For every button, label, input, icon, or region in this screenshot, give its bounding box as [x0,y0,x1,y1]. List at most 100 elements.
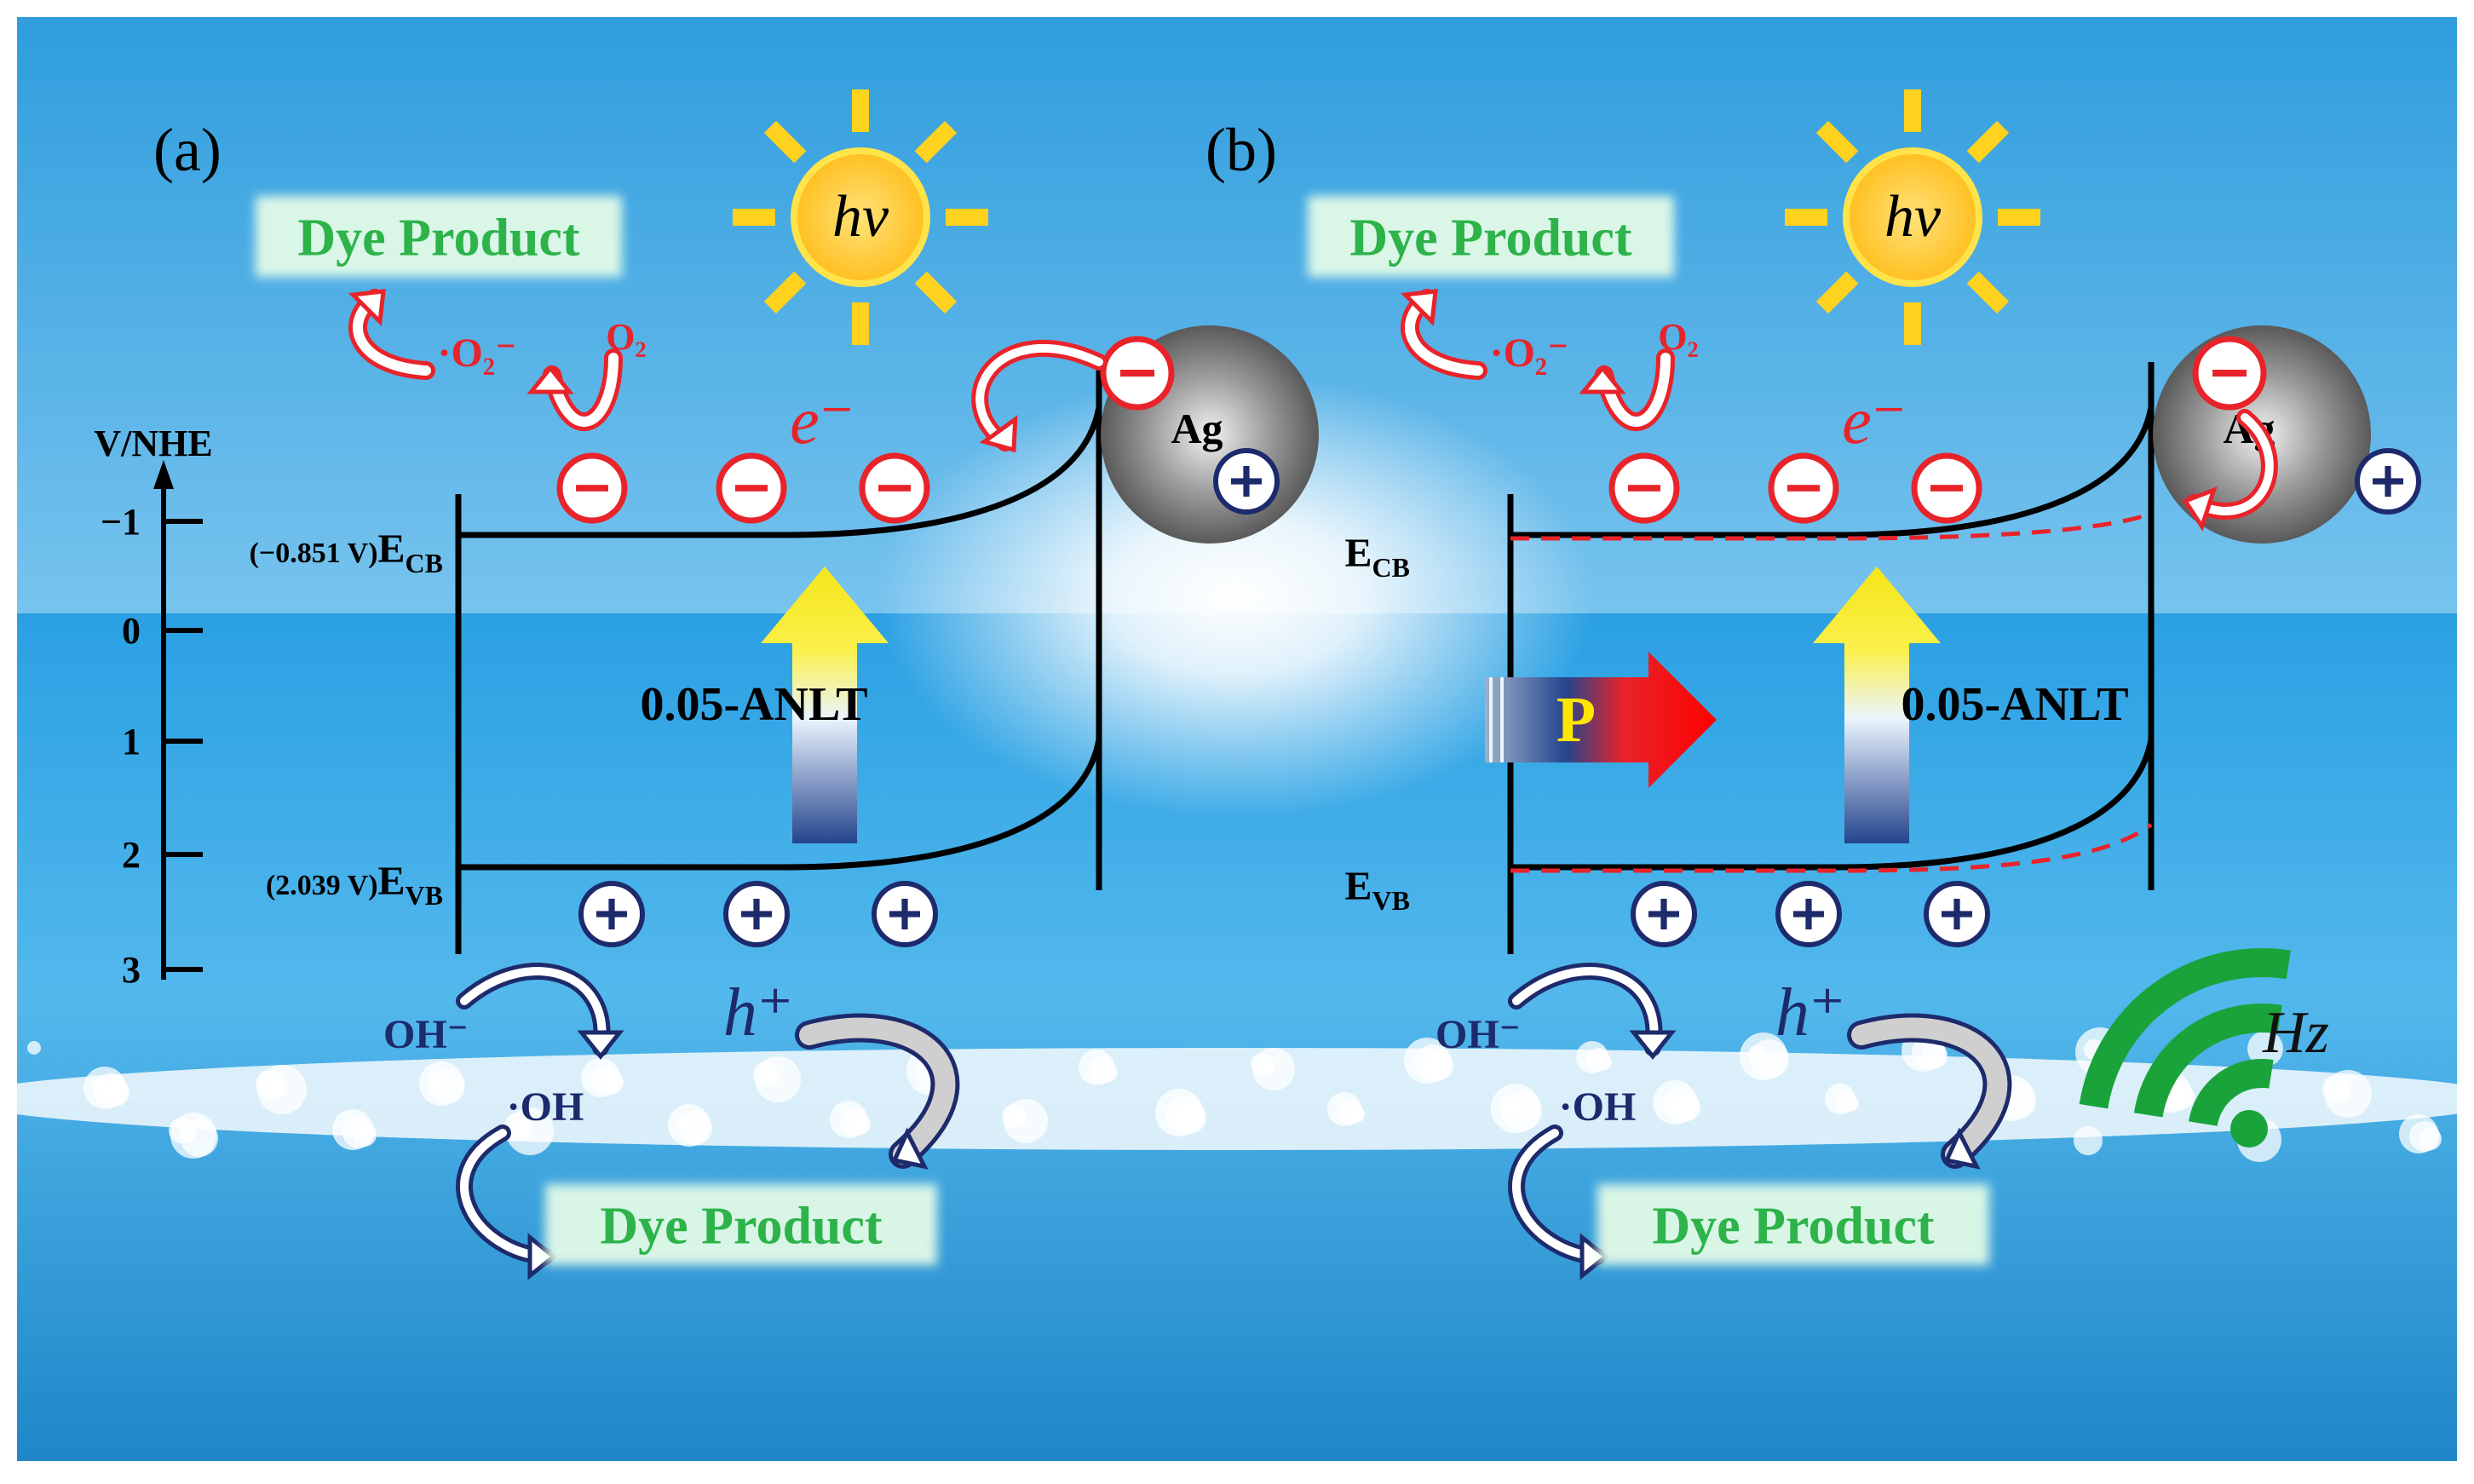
arrowhead [1400,289,1438,327]
foam-bubble [1748,1044,1767,1063]
foam-bubble [169,1118,194,1143]
foam-bubble [581,1058,620,1097]
o2-reduction-arrow [543,348,623,431]
electron-icon [2192,336,2267,411]
foam-bubble [332,1109,373,1150]
sun-ray [1815,271,1859,314]
cb-label: (−0.851 V)ECB [250,526,443,578]
arrowhead [1943,1127,1981,1170]
hole-icon [2355,448,2421,515]
sun-ray [1966,120,2010,164]
hydroxide-label: OH⁻ [383,1012,469,1057]
polarization-label: P [1556,684,1596,756]
photon-label: hv [1884,184,1942,250]
electron-transfer-arrow [971,339,1108,452]
ag-label: Ag [1171,405,1223,452]
band-diagram [455,362,1102,954]
electron-icon [1100,336,1175,411]
foam-bubble [1499,1096,1520,1116]
sun-ray [914,120,958,164]
arrowhead [1629,1030,1677,1061]
foam-bubble [92,1078,106,1092]
oh-oxidation-arrow [456,963,611,1056]
product-label: Dye Product [297,210,580,267]
hole-icon [872,881,938,947]
hole-icon [1775,881,1842,947]
dye-product-top: Dye Product [1308,196,1674,277]
foam-bubble [27,1041,41,1055]
axis-tick-label: −1 [101,501,141,543]
axis-tick-label: 2 [122,834,141,876]
hydroxyl-attack-arrow [1508,1125,1606,1265]
material-label: 0.05-ANLT [1901,678,2128,731]
material-label: 0.05-ANLT [640,678,867,731]
axis-tick-label: 1 [122,721,141,762]
foam-bubble [256,1070,285,1099]
foam-bubble [1825,1084,1856,1114]
hole-label: h⁺ [723,975,793,1050]
foam-bubble [1576,1041,1608,1073]
hole-icon [578,881,645,947]
dye-product-bottom: Dye Product [545,1184,937,1265]
foam-bubble [1251,1053,1273,1075]
electron-label: e⁻ [790,383,854,457]
product-label: Dye Product [1349,210,1632,267]
hydroxide-label: OH⁻ [1435,1012,1521,1057]
foam-bubble [428,1073,443,1089]
foam-bubble [2399,1114,2438,1153]
arrowhead [891,1127,929,1170]
product-label: Dye Product [600,1198,883,1256]
superoxide-label: ·O₂⁻ [1489,331,1568,376]
electron-label: e⁻ [1842,383,1907,457]
foam-bubble [676,1116,690,1130]
product-label: Dye Product [1652,1198,1935,1256]
panel-label: (b) [1205,116,1277,184]
electron-icon [1911,452,1982,524]
foam-bubble [753,1061,779,1087]
foam-bubble [1155,1089,1203,1136]
electron-icon [1608,452,1680,524]
sun-ray [1815,120,1859,164]
photon-label: hv [832,184,889,250]
electron-icon [1768,452,1839,524]
sun-ray [1966,271,2010,314]
arrowhead [526,364,574,394]
sun-ray [763,271,807,314]
arrowhead [527,1233,558,1280]
foam-bubble [1002,1104,1026,1128]
panel-label: (a) [153,116,222,184]
cb-shifted-band [1510,511,2152,541]
superoxide-label: ·O₂⁻ [437,331,516,376]
arrowhead [2182,486,2218,532]
frequency-label: Hz [2262,1000,2329,1066]
foam-bubble [1653,1080,1697,1125]
axis-tick-label: 0 [122,610,141,652]
hole-icon [1213,448,1280,515]
dye-product-top: Dye Product [256,196,622,277]
hole-label: h⁺ [1775,975,1845,1050]
polarization-arrow: P [1485,652,1717,788]
arrowhead [1579,1233,1610,1280]
hole-icon [1631,881,1697,947]
sun-ray [763,120,807,164]
foam-bubble [1327,1092,1361,1126]
hole-icon [723,881,790,947]
electron-icon [556,452,628,524]
axis-tick-label: 3 [122,949,141,991]
foam-bubble [2247,1031,2283,1067]
foam-bubble [1404,1038,1450,1084]
conduction-band [1510,406,2155,538]
dye-product-bottom: Dye Product [1597,1184,1989,1265]
hydroxyl-label: ·OH [1559,1084,1637,1130]
sun-icon: hv [1785,89,2040,345]
cb-label: ECB [1345,531,1410,583]
hole-icon [1924,881,1990,947]
vb-shifted-band [1510,823,2153,873]
arrowhead [348,289,386,327]
conduction-band [458,406,1102,538]
valence-band [1510,739,2155,871]
sun-icon: hv [733,89,988,345]
